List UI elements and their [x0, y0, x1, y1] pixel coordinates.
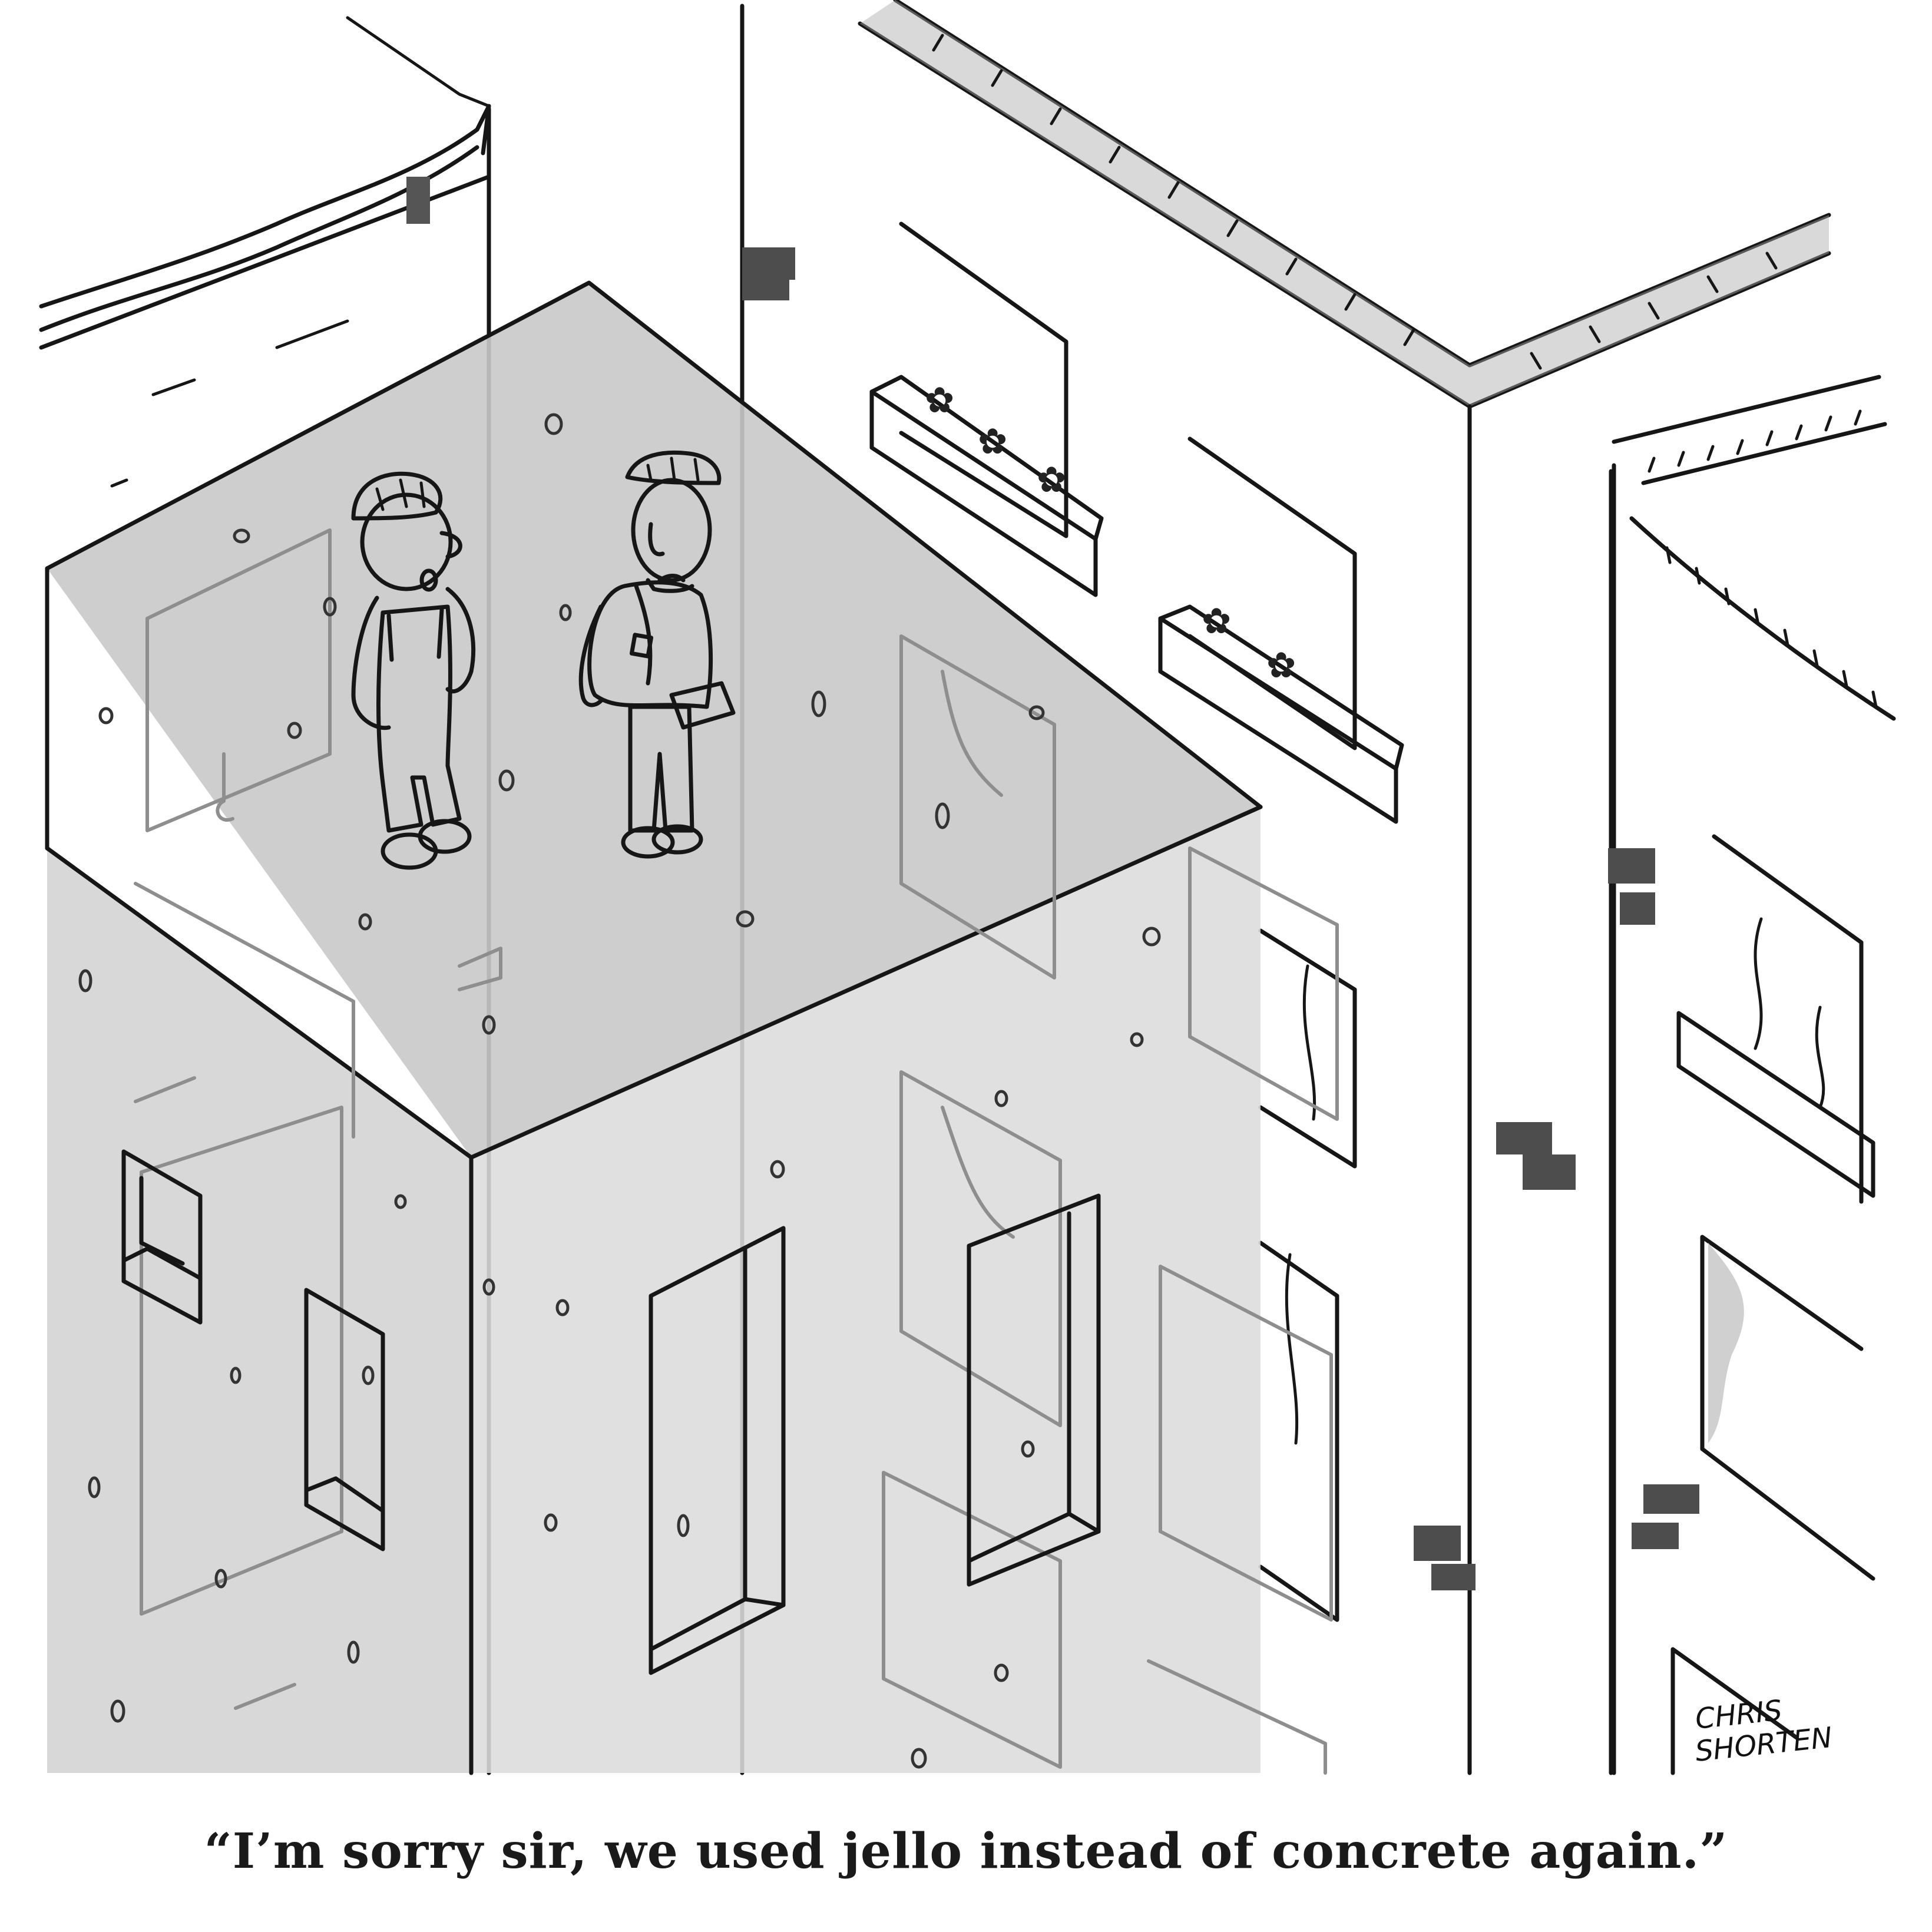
clipboard-icon	[669, 681, 736, 730]
worker-in-overalls	[351, 471, 476, 870]
window-upper-left: ✿ ✿ ✿	[869, 221, 1104, 597]
brick-cornice	[858, 0, 1831, 409]
svg-text:✿: ✿	[1266, 645, 1296, 686]
worker-with-clipboard	[578, 450, 736, 859]
svg-text:✿: ✿	[1037, 459, 1066, 501]
jello-left-wall	[47, 848, 471, 1773]
signature: CHRIS SHORTEN	[1693, 1694, 1834, 1768]
ghost-windows	[134, 528, 1339, 1775]
jello-building	[45, 280, 1339, 1775]
hard-hat-icon	[351, 471, 443, 521]
svg-text:✿: ✿	[1202, 601, 1231, 642]
jello-right-wall	[471, 807, 1261, 1773]
window-upper-right: ✿ ✿	[1158, 436, 1404, 824]
overalls-icon	[376, 604, 462, 833]
jello-bubbles	[78, 413, 1161, 1769]
svg-text:✿: ✿	[925, 380, 954, 421]
left-building-roof	[39, 104, 491, 309]
svg-text:✿: ✿	[978, 421, 1007, 462]
background-buildings: ✿ ✿ ✿ ✿ ✿	[39, 0, 1896, 1775]
hard-hat-icon-2	[625, 450, 722, 485]
jello-roof	[47, 283, 1261, 1157]
caption: “I’m sorry sir, we used jello instead of…	[204, 1823, 1728, 1880]
